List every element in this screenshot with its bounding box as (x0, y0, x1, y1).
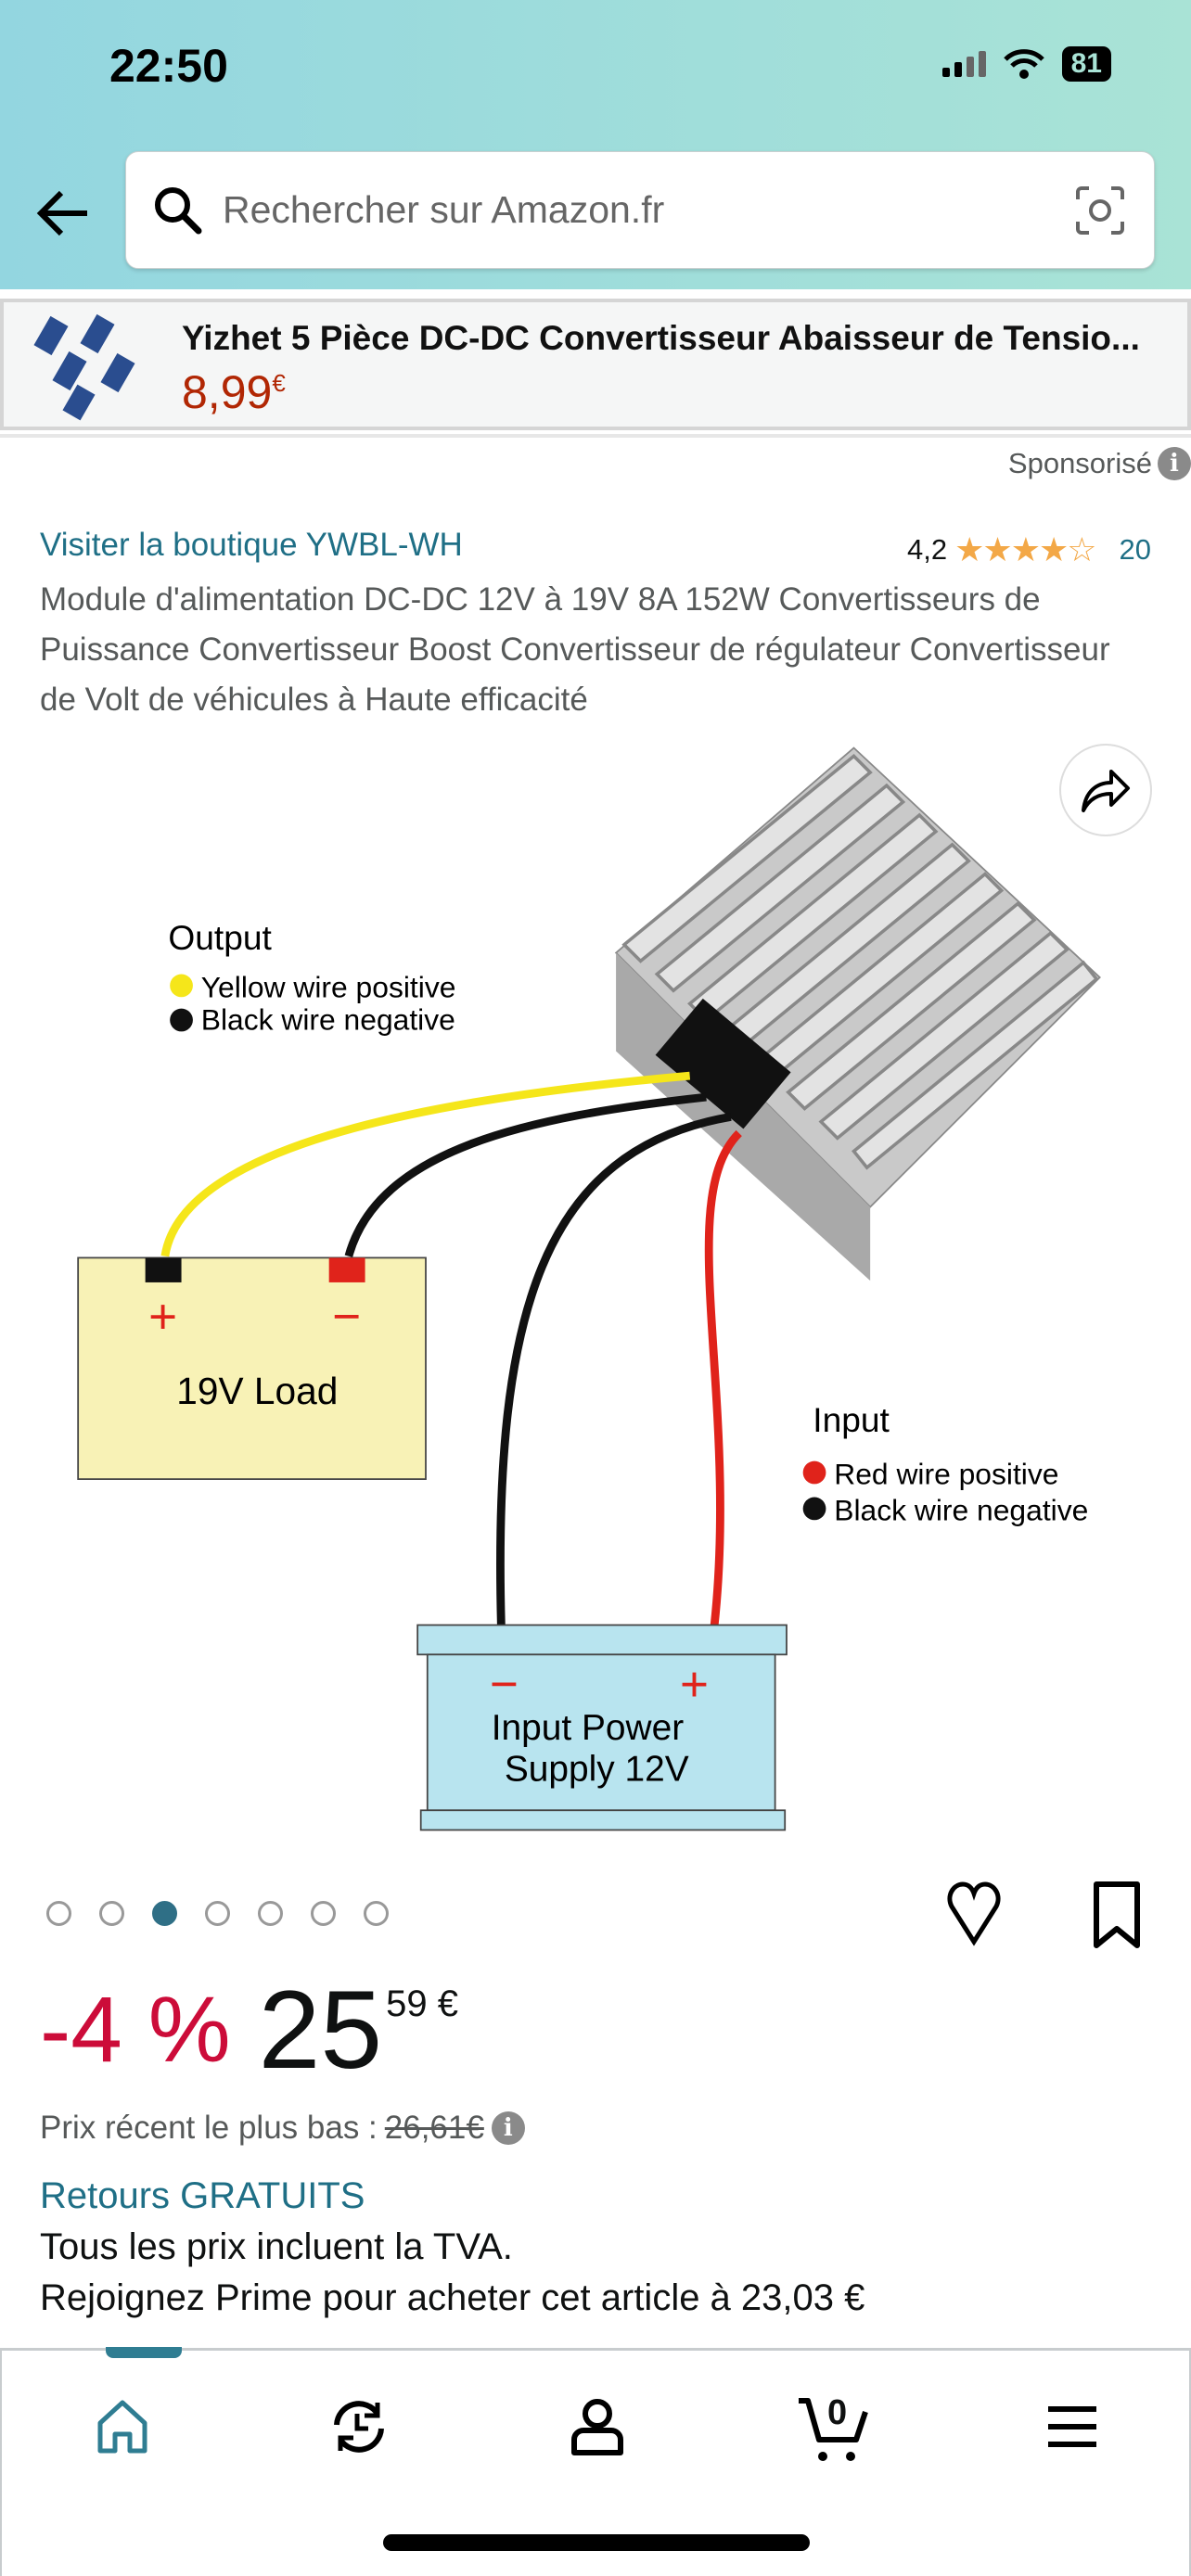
input-negative-label: Black wire negative (834, 1493, 1088, 1526)
product-title: Module d'alimentation DC-DC 12V à 19V 8A… (40, 581, 1110, 718)
rating-value: 4,2 (907, 533, 948, 566)
menu-icon (1048, 2406, 1096, 2447)
banner-price-value: 8,99 (182, 366, 273, 418)
supply-label-1: Input Power (492, 1708, 685, 1748)
banner-price: 8,99€ (182, 365, 286, 419)
supply-plus: + (680, 1657, 709, 1712)
search-bar[interactable] (125, 151, 1155, 269)
carousel-dot[interactable] (205, 1901, 230, 1926)
input-label: Input (813, 1400, 890, 1439)
account-icon (571, 2399, 623, 2455)
cart-icon (799, 2398, 868, 2461)
output-negative-label: Black wire negative (201, 1003, 455, 1037)
search-input[interactable] (223, 188, 1074, 232)
status-time: 22:50 (109, 40, 228, 92)
price: -4 % 25 59 € (40, 1966, 458, 2094)
star-rating-icon: ★★★★☆ (954, 530, 1096, 568)
home-icon (97, 2400, 147, 2454)
lowest-price-value: 26,61€ (384, 2110, 484, 2146)
carousel-dot-active[interactable] (152, 1901, 177, 1926)
history-icon (334, 2401, 384, 2453)
supply-label-2: Supply 12V (505, 1749, 689, 1789)
carousel-dot[interactable] (46, 1901, 71, 1926)
carousel-dot[interactable] (311, 1901, 336, 1926)
nav-home[interactable] (67, 2380, 178, 2473)
prime-offer[interactable]: Rejoignez Prime pour acheter cet article… (40, 2277, 865, 2318)
carousel-dot[interactable] (258, 1901, 283, 1926)
lowest-price-label: Prix récent le plus bas : (40, 2110, 378, 2146)
black-wire-output (344, 1092, 707, 1257)
rating[interactable]: 4,2 ★★★★☆ 20 (907, 530, 1151, 569)
nav-account[interactable] (542, 2380, 653, 2473)
banner-title[interactable]: Yizhet 5 Pièce DC-DC Convertisseur Abais… (182, 319, 1140, 357)
heatsink-converter (614, 746, 1101, 1282)
battery-icon: 81 (1061, 46, 1111, 82)
back-arrow-icon (36, 190, 87, 236)
load-minus: − (332, 1290, 361, 1345)
load-label: 19V Load (176, 1370, 338, 1412)
camera-search-icon[interactable] (1074, 185, 1126, 236)
info-icon[interactable]: i (491, 2111, 525, 2145)
nav-menu[interactable] (1017, 2380, 1128, 2473)
load-plus: + (148, 1290, 177, 1345)
free-returns-link[interactable]: Retours GRATUITS (40, 2175, 365, 2216)
output-label: Output (168, 918, 272, 957)
share-button[interactable] (1059, 744, 1152, 836)
price-fraction: 59 € (386, 1983, 458, 2024)
status-icons: 81 (941, 46, 1111, 82)
store-link[interactable]: Visiter la boutique YWBL-WH (40, 527, 463, 563)
vat-notice: Tous les prix incluent la TVA. (40, 2226, 513, 2267)
info-icon[interactable]: i (1158, 447, 1191, 480)
wishlist-button[interactable] (944, 1881, 1004, 1952)
load-box (77, 1256, 427, 1480)
carousel-dot[interactable] (99, 1901, 124, 1926)
banner-currency: € (272, 369, 286, 397)
output-positive-label: Yellow wire positive (201, 970, 456, 1003)
home-indicator (383, 2534, 810, 2551)
yellow-wire (160, 1071, 691, 1257)
nav-history[interactable] (303, 2380, 415, 2473)
sponsored-text: Sponsorisé (1007, 447, 1152, 479)
signal-icon (941, 51, 986, 77)
banner-product-thumbnail (33, 313, 135, 421)
divider (0, 434, 1191, 438)
rating-count[interactable]: 20 (1119, 533, 1151, 566)
red-wire (704, 1129, 742, 1626)
heart-icon (947, 1881, 1001, 1946)
discount-percentage: -4 % (40, 1978, 231, 2082)
wifi-icon (1003, 49, 1044, 79)
carousel-dot[interactable] (364, 1901, 389, 1926)
product-image[interactable]: Output Yellow wire positive Black wire n… (0, 723, 1191, 1855)
nav-cart[interactable]: 0 (781, 2380, 892, 2473)
image-carousel-dots[interactable] (46, 1901, 389, 1926)
price-whole: 25 (258, 1968, 383, 2092)
back-button[interactable] (33, 185, 91, 250)
lowest-recent-price: Prix récent le plus bas : 26,61€ i (40, 2110, 525, 2147)
input-positive-label: Red wire positive (834, 1457, 1058, 1490)
cart-count: 0 (827, 2393, 848, 2432)
supply-minus: − (490, 1657, 519, 1712)
sponsored-product-banner[interactable]: Yizhet 5 Pièce DC-DC Convertisseur Abais… (0, 299, 1191, 430)
share-icon (1082, 770, 1130, 812)
power-supply-box (426, 1653, 776, 1812)
save-button[interactable] (1091, 1881, 1143, 1956)
active-tab-indicator (106, 2347, 182, 2358)
black-wire-input (496, 1112, 732, 1626)
search-icon (155, 186, 202, 234)
bookmark-icon (1094, 1881, 1140, 1948)
